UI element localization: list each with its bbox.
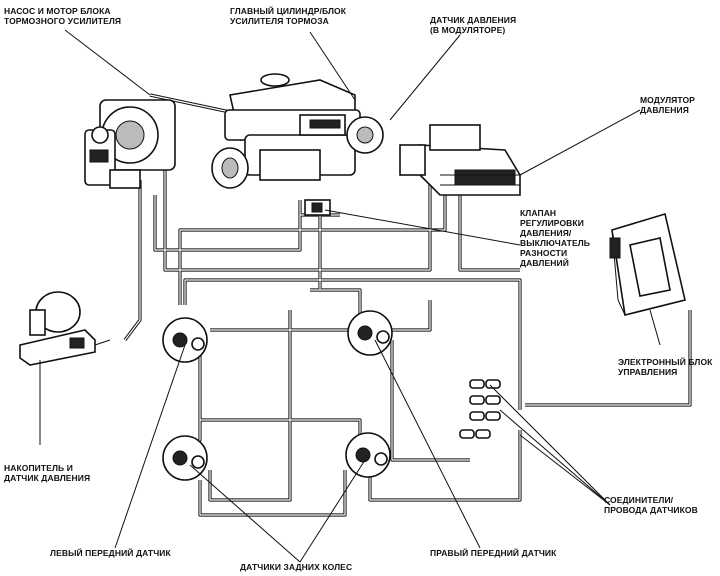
label-left-front-sensor: ЛЕВЫЙ ПЕРЕДНИЙ ДАТЧИК — [50, 548, 171, 558]
wheel-sensor-right-rear — [345, 432, 391, 478]
accumulator — [19, 291, 111, 366]
harness-lines — [123, 93, 692, 517]
leader-lines — [39, 29, 661, 563]
label-master-cylinder: ГЛАВНЫЙ ЦИЛИНДР/БЛОК УСИЛИТЕЛЯ ТОРМОЗА — [230, 6, 347, 26]
regulating-valve — [304, 199, 331, 216]
label-right-front-sensor: ПРАВЫЙ ПЕРЕДНИЙ ДАТЧИК — [430, 548, 557, 558]
wheel-sensor-left-rear — [162, 435, 208, 481]
pump-motor — [84, 99, 176, 189]
label-pressure-sensor: ДАТЧИК ДАВЛЕНИЯ (В МОДУЛЯТОРЕ) — [430, 15, 517, 35]
master-cylinder — [211, 73, 384, 189]
wheel-sensor-right-front — [347, 310, 393, 356]
wheel-sensor-left-front — [162, 317, 208, 363]
label-ecu: ЭЛЕКТРОННЫЙ БЛОК УПРАВЛЕНИЯ — [618, 357, 713, 377]
label-modulator: МОДУЛЯТОР ДАВЛЕНИЯ — [640, 95, 695, 115]
ecu — [609, 212, 686, 316]
harness-inner — [124, 94, 691, 516]
pressure-modulator — [399, 124, 521, 196]
label-rear-sensors: ДАТЧИКИ ЗАДНИХ КОЛЕС — [240, 562, 353, 572]
sensor-connectors — [459, 379, 501, 439]
label-regulating-valve: КЛАПАН РЕГУЛИРОВКИ ДАВЛЕНИЯ/ ВЫКЛЮЧАТЕЛЬ… — [520, 208, 590, 268]
label-connectors: СОЕДИНИТЕЛИ/ ПРОВОДА ДАТЧИКОВ — [604, 495, 698, 515]
label-pump-motor: НАСОС И МОТОР БЛОКА ТОРМОЗНОГО УСИЛИТЕЛЯ — [4, 6, 122, 26]
label-accumulator: НАКОПИТЕЛЬ И ДАТЧИК ДАВЛЕНИЯ — [4, 463, 91, 483]
